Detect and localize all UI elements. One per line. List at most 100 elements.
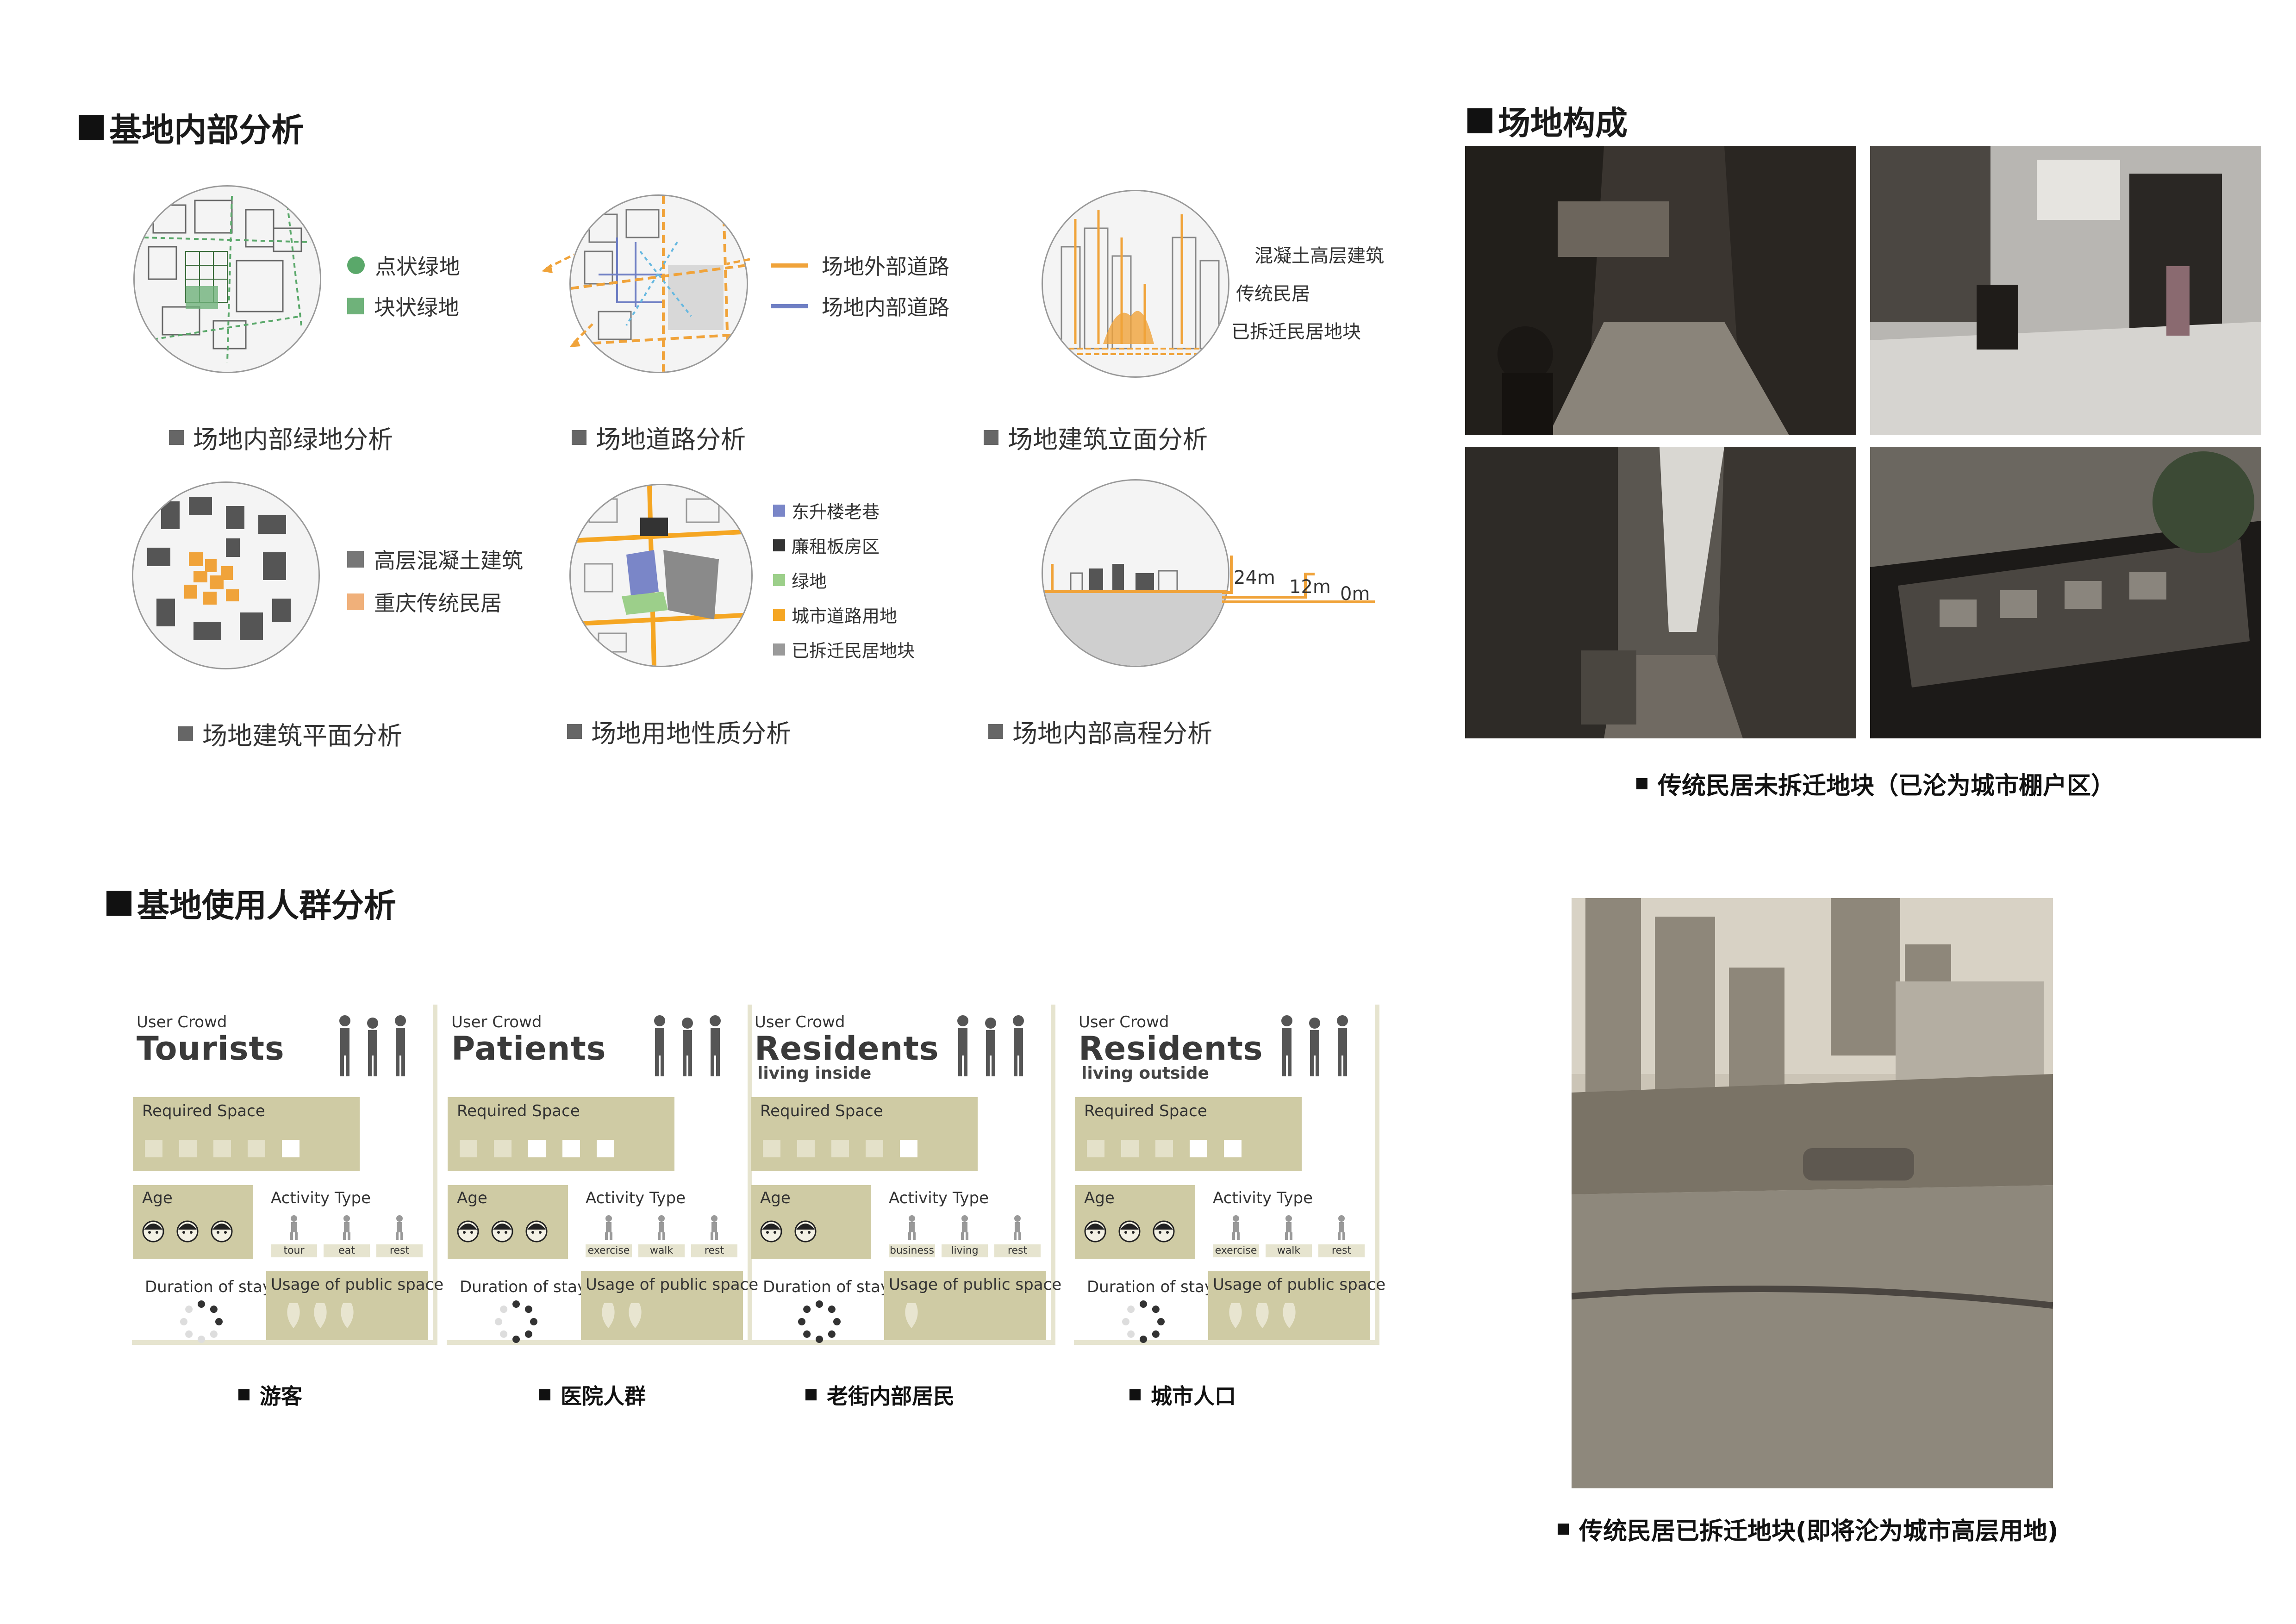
duration-dot [512, 1336, 520, 1343]
caption-text: 游客 [260, 1384, 302, 1409]
photo-placeholder [1572, 898, 2053, 1488]
legend-label: 点状绿地 [375, 254, 460, 279]
activity-label: business [889, 1244, 935, 1257]
green-dot-icon [347, 256, 365, 274]
activity-figure-icon [1014, 1215, 1021, 1240]
square-bullet-icon [169, 430, 184, 445]
user-crowd-label: User Crowd [451, 1013, 542, 1031]
section-title-text: 场地构成 [1498, 104, 1628, 142]
duration-dot [1122, 1318, 1129, 1325]
age-label: Age [142, 1189, 173, 1207]
required-space-panel: Required Space [133, 1097, 360, 1171]
card-border [447, 1005, 752, 1345]
usage-drops [599, 1301, 653, 1329]
duration-dot [1127, 1305, 1135, 1313]
activity-label: walk [1266, 1244, 1312, 1257]
activity-item: rest [994, 1213, 1041, 1257]
legend-item: 城市道路用地 [773, 602, 915, 627]
legend-item: 重庆传统民居 [347, 587, 523, 617]
elevation-diagram [1042, 190, 1229, 378]
square-bullet-icon [106, 890, 131, 916]
required-space-panel: Required Space [751, 1097, 978, 1171]
activity-label: exercise [586, 1244, 632, 1257]
activity-item: eat [324, 1213, 370, 1257]
duration-dot [500, 1330, 508, 1338]
activity-label: rest [1318, 1244, 1365, 1257]
photo-placeholder [1465, 447, 1856, 738]
crowd-subtitle: living inside [757, 1064, 872, 1083]
age-faces [455, 1218, 558, 1243]
blue-block-icon [773, 504, 785, 517]
square-bullet-icon [1558, 1523, 1569, 1535]
required-space-label: Required Space [142, 1102, 265, 1120]
required-space-label: Required Space [1084, 1102, 1207, 1120]
legend-label: 块状绿地 [374, 295, 459, 320]
duration-dot [524, 1330, 532, 1338]
age-panel: Age [133, 1185, 253, 1259]
usage-panel: Usage of public space [884, 1271, 1061, 1340]
legend-label: 城市道路用地 [792, 606, 898, 626]
user-crowd-label: User Crowd [755, 1013, 845, 1031]
duration-dot [1140, 1300, 1147, 1308]
legend-item: 点状绿地 [347, 250, 460, 281]
face-icon [491, 1220, 513, 1243]
face-icon [211, 1220, 233, 1243]
required-space-panel: Required Space [448, 1097, 674, 1171]
duration-dot [210, 1305, 218, 1313]
activity-item: rest [691, 1213, 737, 1257]
height-level-24: 24m [1234, 567, 1275, 588]
duration-dot [210, 1330, 218, 1338]
duration-dot [215, 1318, 223, 1325]
duration-dot [198, 1300, 205, 1308]
duration-dot [512, 1300, 520, 1308]
section-title-crowd-analysis: 基地使用人群分析 [106, 880, 396, 926]
photo-alley-elder [1465, 146, 1856, 435]
duration-indicator [1122, 1300, 1165, 1343]
caption-text: 场地道路分析 [596, 425, 746, 454]
duration-dot [500, 1305, 508, 1313]
activity-type-label: Activity Type [1213, 1189, 1313, 1207]
photo-placeholder [1465, 146, 1856, 435]
duration-dot [524, 1305, 532, 1313]
legend-label: 场地外部道路 [822, 254, 949, 279]
scale-square [763, 1140, 780, 1157]
usage-drop-icon [314, 1303, 327, 1328]
square-bullet-icon [1129, 1389, 1141, 1400]
required-space-label: Required Space [457, 1102, 580, 1120]
road-diagram [569, 194, 748, 373]
caption-text: 场地建筑平面分析 [202, 721, 402, 750]
face-icon [794, 1220, 817, 1243]
building-plan-diagram [132, 481, 320, 669]
age-label: Age [457, 1189, 487, 1207]
black-block-icon [773, 539, 785, 551]
age-label: Age [760, 1189, 791, 1207]
scale-square [282, 1140, 299, 1157]
crowd-name: Residents [1079, 1030, 1263, 1068]
activity-label: walk [638, 1244, 685, 1257]
activity-type-label: Activity Type [271, 1189, 371, 1207]
people-illustration-icon [654, 1015, 721, 1076]
activity-item: tour [271, 1213, 317, 1257]
duration-dot [185, 1330, 193, 1338]
scale-square [597, 1140, 614, 1157]
duration-indicator [495, 1300, 537, 1343]
scale-square [1155, 1140, 1173, 1157]
label-traditional: 传统民居 [1236, 279, 1384, 306]
crowd-caption: 医院人群 [539, 1380, 646, 1410]
caption-text: 传统民居未拆迁地块（已沦为城市棚户区） [1658, 772, 2115, 800]
user-crowd-label: User Crowd [137, 1013, 227, 1031]
orange-line-icon [771, 263, 808, 268]
caption-text: 场地内部高程分析 [1012, 719, 1212, 748]
caption-slum-photos: 传统民居未拆迁地块（已沦为城市棚户区） [1636, 766, 2115, 801]
square-bullet-icon [539, 1389, 550, 1400]
square-bullet-icon [1467, 108, 1492, 133]
usage-drop-icon [287, 1303, 300, 1328]
duration-dot [828, 1330, 836, 1338]
gray-block-icon [347, 551, 364, 568]
